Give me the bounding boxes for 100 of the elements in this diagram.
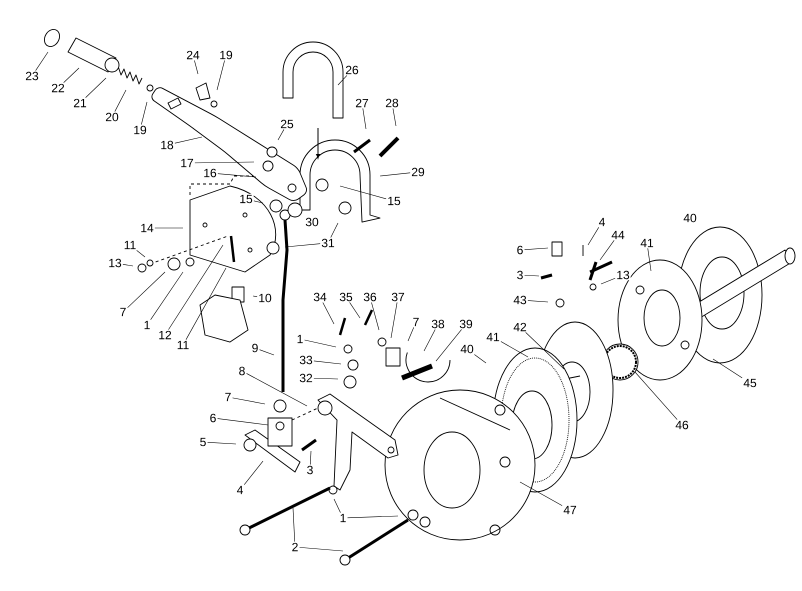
callout-number: 5 <box>198 436 208 448</box>
leader-line <box>524 248 548 250</box>
callout-number: 25 <box>279 118 295 130</box>
leader-line <box>304 340 336 348</box>
leader-line <box>524 274 540 276</box>
leader-line <box>168 244 224 330</box>
callout-number: 1 <box>142 320 152 330</box>
callout-number: 7 <box>412 316 420 328</box>
callout-number: 45 <box>742 378 758 388</box>
leader-line <box>207 442 236 444</box>
leader-line <box>347 516 398 518</box>
callout-number: 42 <box>512 322 528 332</box>
callout-number: 40 <box>684 214 696 222</box>
callout-number: 10 <box>257 292 273 304</box>
callout-number: 1 <box>338 512 348 524</box>
callout-number: 31 <box>320 238 336 248</box>
callout-number: 23 <box>24 70 40 82</box>
callout-number: 1 <box>296 334 304 344</box>
leader-line <box>232 398 266 404</box>
leader-line <box>392 108 396 126</box>
leader-line <box>600 278 616 284</box>
callout-number: 4 <box>236 484 244 496</box>
callout-number: 38 <box>430 318 446 330</box>
leader-line <box>174 136 202 144</box>
leader-line <box>380 172 410 176</box>
leader-line <box>634 372 678 420</box>
leader-line <box>254 200 264 204</box>
leader-line <box>218 173 256 178</box>
leader-line <box>390 302 398 338</box>
leader-line <box>85 78 106 98</box>
callout-number: 8 <box>238 366 246 376</box>
callout-number: 39 <box>458 318 474 330</box>
callout-number: 32 <box>298 372 314 384</box>
leader-line <box>436 329 462 362</box>
leader-line <box>114 90 126 112</box>
leader-line <box>244 460 264 485</box>
callout-number: 27 <box>354 98 370 108</box>
callout-number: 19 <box>218 50 234 60</box>
leader-line <box>35 52 48 71</box>
callout-number: 30 <box>306 218 318 226</box>
callout-number: 47 <box>562 504 578 516</box>
callout-number: 18 <box>159 140 175 150</box>
leader-line <box>424 329 436 352</box>
callout-number: 9 <box>250 342 260 354</box>
leader-line <box>278 129 284 140</box>
leader-line <box>127 272 166 308</box>
callout-number: 24 <box>185 50 201 60</box>
leader-line <box>362 108 366 130</box>
leader-line <box>338 75 348 86</box>
callout-number: 34 <box>312 292 328 302</box>
leader-line <box>246 373 308 406</box>
callout-number: 26 <box>344 64 360 76</box>
leader-line <box>474 354 486 364</box>
callout-number: 14 <box>139 222 155 234</box>
leader-line <box>136 250 146 258</box>
leader-line <box>284 243 320 248</box>
leader-line <box>310 450 312 465</box>
callout-number: 46 <box>674 420 690 430</box>
callout-number: 6 <box>208 412 218 424</box>
leader-line <box>408 327 414 342</box>
callout-number: 11 <box>176 340 190 350</box>
callout-number: 4 <box>598 216 606 228</box>
callout-number: 13 <box>615 270 631 280</box>
callout-number: 15 <box>386 196 402 206</box>
leader-line <box>252 296 258 297</box>
callout-number: 36 <box>362 292 378 302</box>
callout-number: 16 <box>202 168 218 178</box>
leader-line <box>194 162 254 164</box>
leader-line <box>122 264 134 266</box>
leader-line <box>330 222 338 238</box>
leader-line <box>588 227 600 246</box>
callout-number: 28 <box>384 98 400 108</box>
callout-number: 11 <box>122 240 138 250</box>
callout-number: 7 <box>118 306 128 318</box>
leader-line <box>299 547 344 552</box>
leader-line <box>216 60 225 90</box>
leader-line <box>349 302 360 318</box>
callout-number: 44 <box>610 230 626 240</box>
callout-number: 41 <box>485 332 501 342</box>
leader-line <box>259 349 274 356</box>
leader-line <box>194 60 198 74</box>
leader-line <box>600 240 614 260</box>
callout-number: 29 <box>410 166 426 178</box>
callout-number: 7 <box>224 392 232 402</box>
leader-line <box>340 186 386 200</box>
leader-line <box>314 378 338 380</box>
leader-line <box>334 498 341 513</box>
callout-number: 2 <box>290 542 300 552</box>
callout-number: 22 <box>50 82 66 94</box>
callout-number: 3 <box>306 464 314 476</box>
leader-line <box>520 482 562 506</box>
leader-line <box>141 102 148 125</box>
leader-line <box>647 248 652 272</box>
callout-number: 12 <box>157 330 173 340</box>
callout-number: 19 <box>132 124 148 136</box>
callout-number: 21 <box>72 98 88 108</box>
callout-number: 6 <box>516 244 524 256</box>
callout-number: 43 <box>512 294 528 306</box>
callout-number: 17 <box>179 158 195 168</box>
callout-number: 3 <box>516 270 524 280</box>
